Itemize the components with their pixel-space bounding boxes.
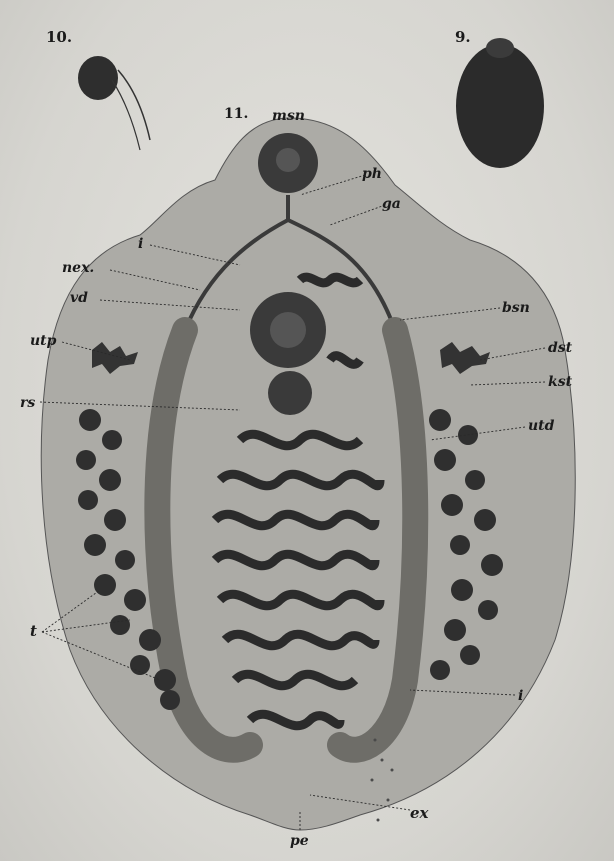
label-nex: nex. — [62, 260, 94, 276]
figure-9 — [456, 38, 544, 168]
fig10-egg — [78, 56, 118, 100]
label-rs: rs — [20, 395, 35, 411]
label-kst: kst — [548, 374, 573, 390]
label-ph: ph — [362, 166, 382, 182]
label-t: t — [30, 622, 37, 640]
label-i-top: i — [138, 236, 143, 252]
fig9-egg — [456, 44, 544, 168]
figure-10 — [78, 56, 150, 150]
label-dst: dst — [548, 340, 573, 356]
fig11-number: 11. — [224, 106, 248, 122]
figure-11 — [41, 118, 575, 830]
label-ex: ex — [410, 804, 430, 822]
fig10-curve-2 — [112, 80, 140, 150]
label-vd: vd — [70, 290, 88, 306]
label-i-bottom: i — [518, 688, 523, 704]
label-utd: utd — [528, 418, 555, 434]
label-pe: pe — [290, 833, 309, 849]
ventral-sucker-inner — [270, 312, 306, 348]
oral-sucker-inner — [276, 148, 300, 172]
label-msn: msn — [272, 108, 305, 124]
label-bsn: bsn — [502, 300, 530, 316]
ovary — [268, 371, 312, 415]
fig10-number: 10. — [46, 28, 72, 46]
label-ga: ga — [382, 196, 401, 212]
fig9-number: 9. — [455, 28, 471, 46]
label-utp: utp — [30, 333, 57, 349]
fig9-operculum — [486, 38, 514, 58]
